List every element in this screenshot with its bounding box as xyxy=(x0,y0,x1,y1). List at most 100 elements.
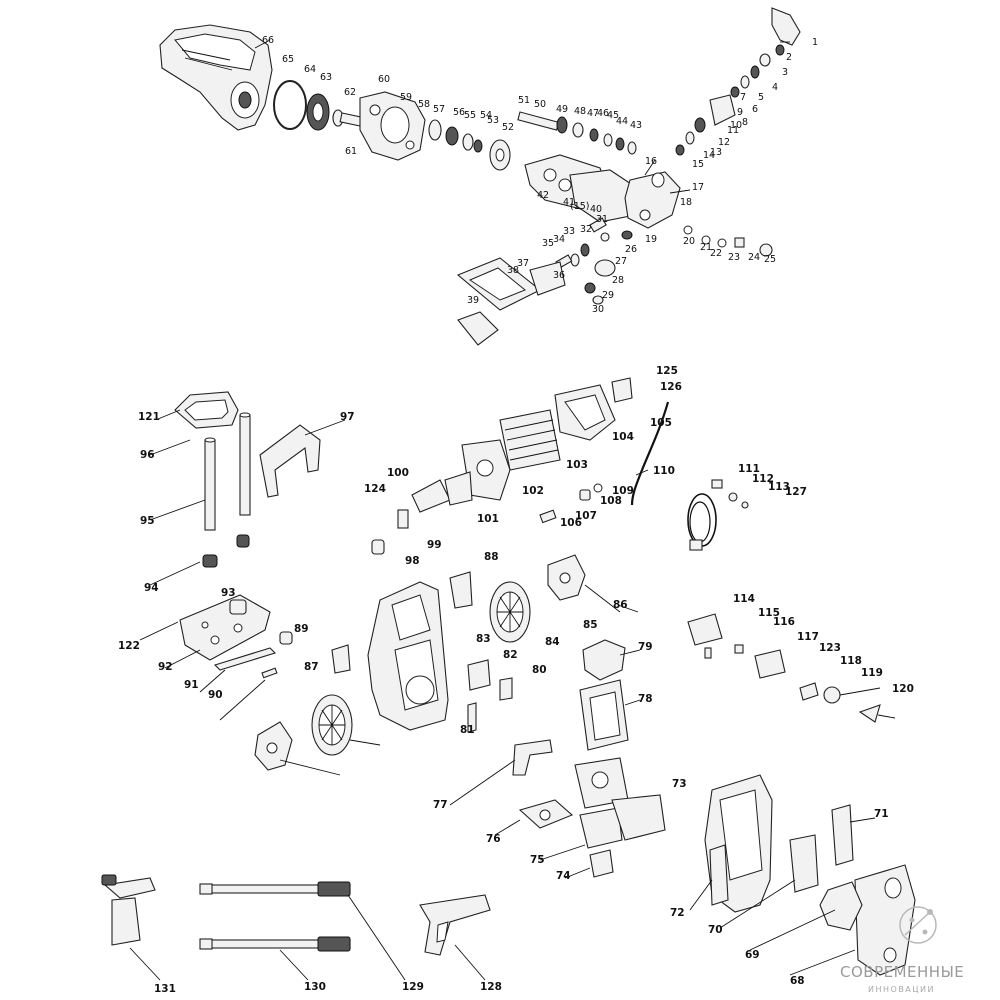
part-number-label: 3 xyxy=(782,67,788,78)
part-number-label: 86 xyxy=(613,599,628,611)
handle-bracket-icon xyxy=(174,391,239,429)
part-number-label: 21 xyxy=(700,242,712,253)
part-number-label: 68 xyxy=(790,975,805,987)
pressure-switch-icon xyxy=(456,257,566,346)
part-number-label: 101 xyxy=(477,513,499,525)
part-number-label: 64 xyxy=(304,64,316,75)
part-number-label: 18 xyxy=(680,197,692,208)
part-number-label: 49 xyxy=(556,104,568,115)
watermark-line2: ИННОВАЦИИ xyxy=(868,985,935,994)
part-number-label: 96 xyxy=(140,449,155,461)
part-number-label: 19 xyxy=(645,234,657,245)
leader-lines xyxy=(129,39,896,981)
part-number-label: 31 xyxy=(596,214,608,225)
part-number-label: 128 xyxy=(480,981,502,993)
part-number-label: 120 xyxy=(892,683,914,695)
part-number-label: 37 xyxy=(517,258,529,269)
part-number-label: 42 xyxy=(537,190,549,201)
part-number-label: 47 xyxy=(587,108,599,119)
part-number-label: 7 xyxy=(740,92,746,103)
part-number-label: 27 xyxy=(615,256,627,267)
cap-nut-icon xyxy=(202,534,250,615)
handle-tube-right-icon xyxy=(239,412,251,516)
part-number-label: 2 xyxy=(786,52,792,63)
cylinder-head-icon xyxy=(524,154,641,223)
part-number-label: 110 xyxy=(653,465,675,477)
part-number-label: 4 xyxy=(772,82,778,93)
part-number-label: 112 xyxy=(752,473,774,485)
part-number-label: 72 xyxy=(670,907,685,919)
part-number-label: 131 xyxy=(154,983,176,995)
part-number-label: 26 xyxy=(625,244,637,255)
part-number-label: 88 xyxy=(484,551,499,563)
part-number-label: 66 xyxy=(262,35,274,46)
part-number-label: 63 xyxy=(320,72,332,83)
part-number-label: 11 xyxy=(727,125,739,136)
fan-cover-icon xyxy=(582,639,626,681)
part-number-label: 25 xyxy=(764,254,776,265)
part-number-label: 32 xyxy=(580,224,592,235)
part-number-label: 108 xyxy=(600,495,622,507)
part-number-label: 62 xyxy=(344,87,356,98)
part-number-label: 41 xyxy=(563,197,575,208)
part-number-label: 10 xyxy=(730,120,742,131)
part-number-label: 87 xyxy=(304,661,319,673)
part-number-label: 58 xyxy=(418,99,430,110)
part-number-label: 55 xyxy=(464,110,476,121)
part-number-label: 122 xyxy=(118,640,140,652)
part-number-label: 65 xyxy=(282,54,294,65)
control-panel-icon xyxy=(461,439,511,501)
power-cord-icon xyxy=(687,479,723,551)
filter-mesh-icon xyxy=(499,409,561,471)
part-number-label: 36 xyxy=(553,270,565,281)
part-number-label: 129 xyxy=(402,981,424,993)
valve-parts-icon xyxy=(555,217,773,305)
part-number-label: 44 xyxy=(616,116,628,127)
part-number-label: 89 xyxy=(294,623,309,635)
wheel-right-icon xyxy=(489,581,531,643)
gear-icon xyxy=(306,93,365,131)
part-number-label: 16 xyxy=(645,156,657,167)
part-number-label: 79 xyxy=(638,641,653,653)
part-number-label: 104 xyxy=(612,431,634,443)
part-number-label: 51 xyxy=(518,95,530,106)
part-number-label: 73 xyxy=(672,778,687,790)
part-number-label: 94 xyxy=(144,582,159,594)
part-number-label: 109 xyxy=(612,485,634,497)
small-fittings-icon xyxy=(539,483,749,524)
part-number-label: 69 xyxy=(745,949,760,961)
trigger-gun-icon xyxy=(419,894,491,956)
part-number-label: 130 xyxy=(304,981,326,993)
part-number-label: 15 xyxy=(692,159,704,170)
label-plate-icon xyxy=(819,881,863,931)
part-number-label: 127 xyxy=(785,486,807,498)
part-number-label: 56 xyxy=(453,107,465,118)
part-number-label: 29 xyxy=(602,290,614,301)
part-number-label: 92 xyxy=(158,661,173,673)
switch-box-icon xyxy=(589,849,614,878)
watermark-line1: СОВРЕМЕННЫЕ xyxy=(840,963,964,981)
part-number-label: 90 xyxy=(208,689,223,701)
bearing-stack-icon xyxy=(428,119,511,171)
part-number-label: 82 xyxy=(503,649,518,661)
part-number-label: 105 xyxy=(650,417,672,429)
part-number-label: 22 xyxy=(710,248,722,259)
part-number-label: 123 xyxy=(819,642,841,654)
part-number-label: 57 xyxy=(433,104,445,115)
part-number-label: 46 xyxy=(597,108,609,119)
part-number-label: 23 xyxy=(728,252,740,263)
part-number-label: 95 xyxy=(140,515,155,527)
company-logo-icon xyxy=(899,906,937,944)
main-frame-icon xyxy=(367,571,473,731)
part-number-label: 80 xyxy=(532,664,547,676)
part-number-label: 115 xyxy=(758,607,780,619)
part-number-label: 14 xyxy=(703,150,715,161)
part-number-label: 75 xyxy=(530,854,545,866)
part-number-label: 102 xyxy=(522,485,544,497)
part-number-label: 76 xyxy=(486,833,501,845)
part-number-label: 81 xyxy=(460,724,475,736)
inlet-fitting-icon xyxy=(675,7,801,156)
